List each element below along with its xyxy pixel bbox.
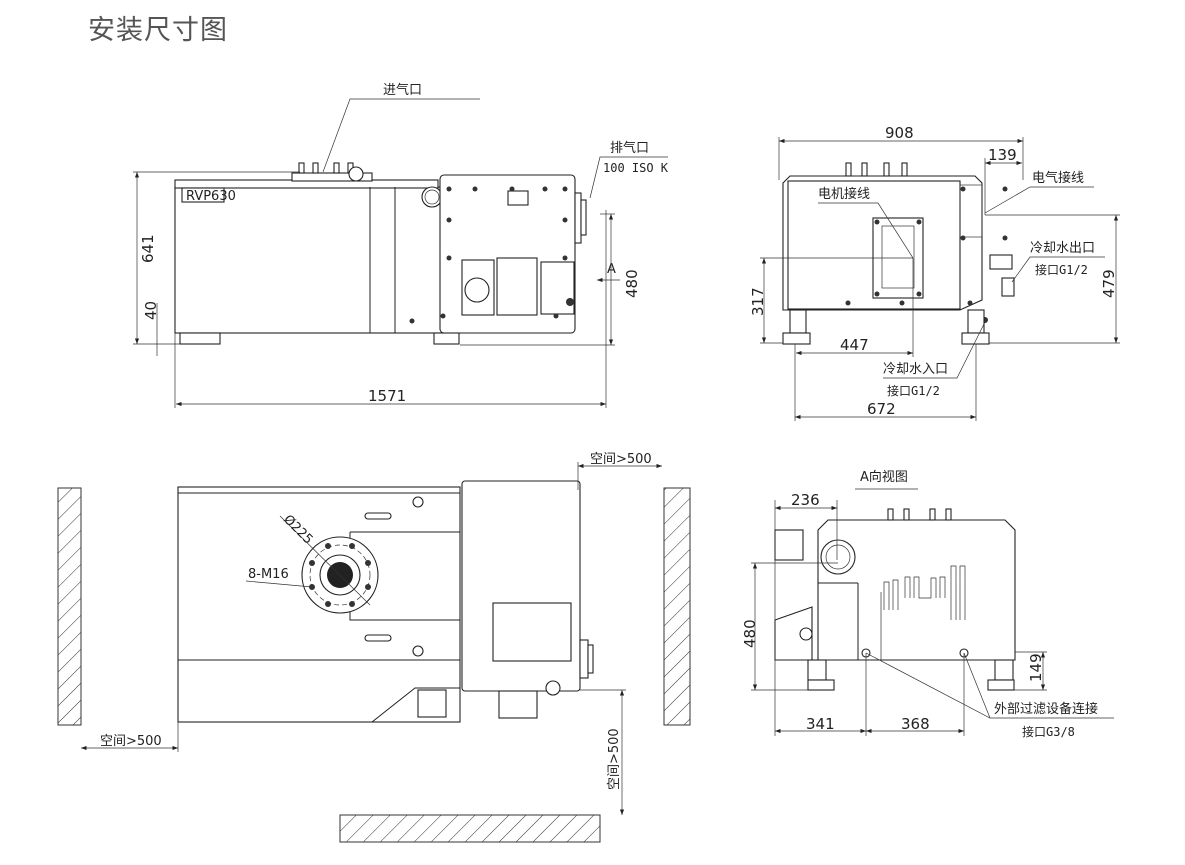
clearance-right-label: 空间>500 (590, 452, 652, 467)
dim-height-side: 479 (1100, 269, 1118, 298)
outlet-spec: 100 ISO K (603, 161, 669, 175)
dim-width: 908 (885, 124, 914, 142)
model-plate (181, 187, 225, 203)
dim-motor-offset: 447 (840, 336, 869, 354)
view-a-arrow-label: A (607, 262, 616, 277)
inlet-bolts (298, 162, 364, 182)
inlet-label: 进气口 (383, 82, 422, 98)
top-view: Ø225 8-M16 空间>500 空间>500 空间>500 (57, 452, 691, 843)
a-top-bolts (887, 508, 952, 521)
filter-port-label: 接口G3/8 (1022, 724, 1075, 739)
dim-motor-height: 317 (749, 287, 767, 316)
svg-text:RVP630: RVP630 (186, 189, 236, 204)
dim-box: 139 (988, 146, 1017, 164)
outlet-label: 排气口 (610, 140, 649, 156)
cooling-out-port: 接口G1/2 (1035, 262, 1088, 277)
electrical-wiring-label: 电气接线 (1032, 170, 1084, 186)
dim-a-left: 341 (806, 715, 835, 733)
dim-height: 641 (139, 234, 157, 263)
dim-foot: 40 (142, 301, 160, 320)
dim-inlet-offset: 236 (791, 491, 820, 509)
a-view: A向视图 外部过滤设备连接 接口G3/8 236 480 149 341 368 (741, 469, 1114, 739)
cooling-in-label: 冷却水入口 (883, 362, 948, 377)
top-bolts (845, 162, 908, 177)
dim-length: 1571 (368, 387, 406, 405)
front-view: RVP630 进气口 排气口 100 ISO K A 641 40 (133, 82, 669, 408)
clearance-left-label: 空间>500 (100, 734, 162, 749)
cooling-in-port: 接口G1/2 (887, 383, 940, 398)
wall-bottom (339, 814, 601, 843)
page-title: 安装尺寸图 (88, 15, 228, 46)
side-view: 电机接线 电气接线 冷却水出口 接口G1/2 冷却水入口 接口G1/2 908 … (749, 124, 1120, 421)
wall-left (57, 487, 82, 726)
dim-a-height: 480 (741, 619, 759, 648)
dim-port-height: 149 (1027, 653, 1045, 682)
dim-a-span: 368 (901, 715, 930, 733)
filter-connection-label: 外部过滤设备连接 (994, 701, 1098, 717)
pump-body (174, 186, 461, 334)
dim-foot-span: 672 (867, 400, 896, 418)
bolts-label: 8-M16 (248, 567, 289, 582)
wall-right (663, 487, 691, 726)
clearance-bottom-label: 空间>500 (607, 728, 622, 790)
dim-outlet-height: 480 (623, 269, 641, 298)
a-view-title: A向视图 (860, 469, 908, 485)
inlet-leader (322, 98, 480, 173)
cooling-out-label: 冷却水出口 (1030, 241, 1095, 256)
motor-wiring-label: 电机接线 (818, 186, 870, 202)
